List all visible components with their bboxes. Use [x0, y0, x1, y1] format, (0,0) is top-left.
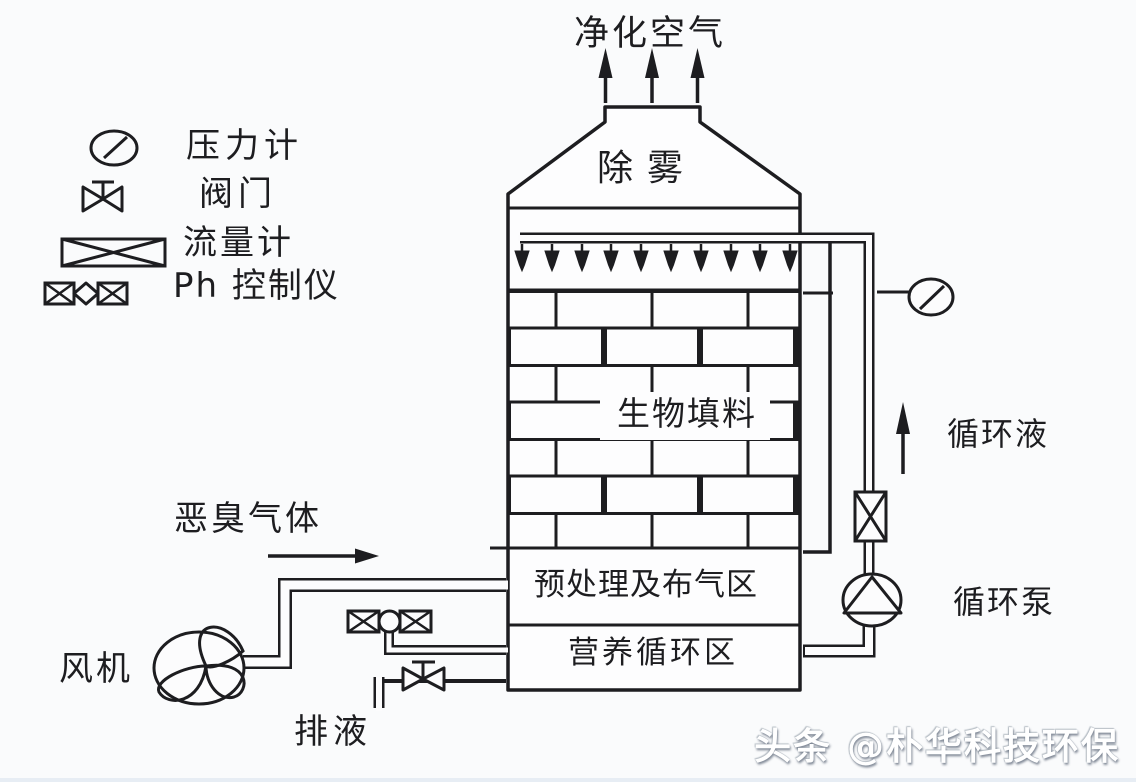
- odor-gas-label: 恶臭气体: [174, 499, 322, 539]
- packing-label-backing: [600, 392, 770, 440]
- fan-icon: [152, 625, 246, 706]
- instruments: [152, 277, 955, 706]
- circulating-liquid-label: 循环液: [947, 415, 1050, 453]
- legend-ph-controller-label: Ph 控制仪: [173, 266, 340, 306]
- demister-label: 除雾: [596, 148, 698, 189]
- legend-pressure-gauge-icon: [89, 129, 139, 167]
- legend-valve-icon: [81, 180, 124, 213]
- watermark-text: 头条 @朴华科技环保: [754, 725, 1120, 768]
- legend-flow-meter-icon: [60, 237, 167, 268]
- odor-gas-flow-arrow-icon: [268, 548, 379, 564]
- bottom-edge-strip: [0, 778, 1136, 782]
- pressure-gauge-icon: [907, 277, 955, 317]
- legend-flow-meter-label: 流量计: [183, 223, 294, 263]
- legend-valve-label: 阀门: [199, 174, 277, 214]
- legend-icons: [43, 129, 167, 306]
- purified-air-label: 净化空气: [573, 14, 727, 54]
- fan-label: 风机: [59, 649, 133, 689]
- legend-ph-controller-icon: [43, 281, 129, 306]
- pipework: [243, 232, 876, 711]
- flow-arrows: [268, 48, 910, 564]
- legend-pressure-gauge-label: 压力计: [186, 126, 303, 166]
- tower-outline: [506, 105, 802, 692]
- flow-meter-icon: [853, 490, 888, 543]
- nutrient-zone-label: 营养循环区: [568, 635, 738, 671]
- drain-label: 排液: [294, 712, 372, 752]
- circulating-liquid-arrow-icon: [896, 402, 910, 474]
- ph-controller-icon: [346, 609, 433, 634]
- circulation-pump-icon: [841, 572, 903, 628]
- up-arrow-icon: [690, 48, 705, 103]
- up-arrow-icon: [645, 48, 659, 103]
- up-arrow-icon: [598, 48, 613, 103]
- pretreatment-zone-label: 预处理及布气区: [534, 567, 758, 603]
- inner-return-pipe: [803, 243, 832, 554]
- circulating-pump-label: 循环泵: [953, 583, 1056, 621]
- bio-packing-label: 生物填料: [617, 394, 757, 433]
- drain-valve-icon: [401, 660, 446, 692]
